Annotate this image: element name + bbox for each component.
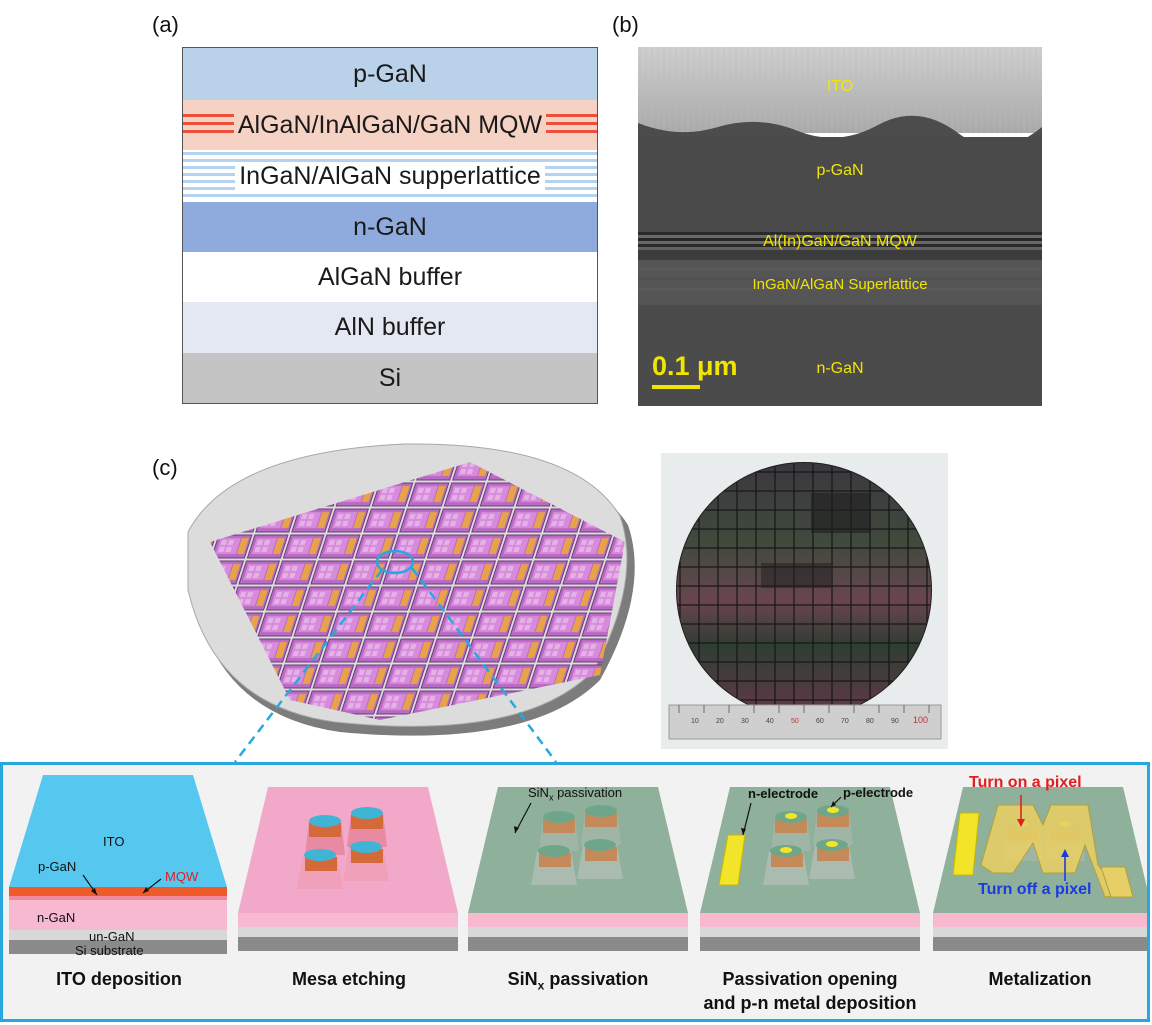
annot-turn-on: Turn on a pixel [969,774,1082,792]
annot-si-substrate: Si substrate [75,943,144,958]
step-2-graphic [238,787,458,951]
caption-sinx-passivation: SiNx passivation [463,967,693,998]
ruler-num-30: 30 [741,718,749,725]
wafer-photo: 10 20 30 40 50 60 70 80 90 100 [661,453,948,749]
annot-sinx-main: SiN [528,785,549,800]
caption-ito-deposition: ITO deposition [4,967,234,991]
ruler-num-40: 40 [766,718,774,725]
annot-sinx-passivation: SiNx passivation [528,785,622,803]
process-steps-box: ITO p-GaN MQW n-GaN un-GaN Si substrate … [0,762,1150,1022]
annot-p-electrode: p-electrode [843,785,913,800]
ruler-num-50: 50 [791,718,799,725]
layer-mqw-label: AlGaN/InAlGaN/GaN MQW [234,111,546,140]
layer-superlattice-label: InGaN/AlGaN supperlattice [235,162,545,191]
ruler-num-60: 60 [816,718,824,725]
annot-sinx-rest: passivation [553,785,622,800]
wafer-photo-graphic: 10 20 30 40 50 60 70 80 90 100 [661,453,948,749]
ruler-num-90: 90 [891,718,899,725]
step-3-graphic [468,787,688,951]
ruler-num-10: 10 [691,718,699,725]
layer-p-gan-label: p-GaN [349,60,431,89]
layer-aln-buffer-label: AlN buffer [331,313,450,342]
caption-passivation-line1: Passivation opening [695,967,925,991]
annot-n-gan: n-GaN [37,910,75,925]
ruler-num-70: 70 [841,718,849,725]
annot-un-gan: un-GaN [89,929,135,944]
annot-n-electrode: n-electrode [748,786,818,801]
ruler-num-80: 80 [866,718,874,725]
step-4-graphic [700,787,920,951]
caption-sinx-main: SiN [508,969,538,989]
layer-n-gan-label: n-GaN [349,213,431,242]
annot-mqw: MQW [165,869,198,884]
ruler-num-20: 20 [716,718,724,725]
ruler-num-100: 100 [913,715,928,725]
layer-si-label: Si [375,364,405,393]
caption-metalization: Metalization [925,967,1152,991]
caption-passivation-line2: and p-n metal deposition [695,991,925,1015]
caption-passivation-opening: Passivation opening and p-n metal deposi… [695,967,925,1015]
annot-turn-off: Turn off a pixel [978,881,1091,899]
step-5-graphic [933,787,1147,951]
annot-ito: ITO [103,834,124,849]
caption-mesa-etching: Mesa etching [234,967,464,991]
ruler [669,705,941,739]
annot-p-gan: p-GaN [38,859,76,874]
layer-algan-buffer-label: AlGaN buffer [314,263,466,292]
caption-sinx-rest: passivation [544,969,648,989]
